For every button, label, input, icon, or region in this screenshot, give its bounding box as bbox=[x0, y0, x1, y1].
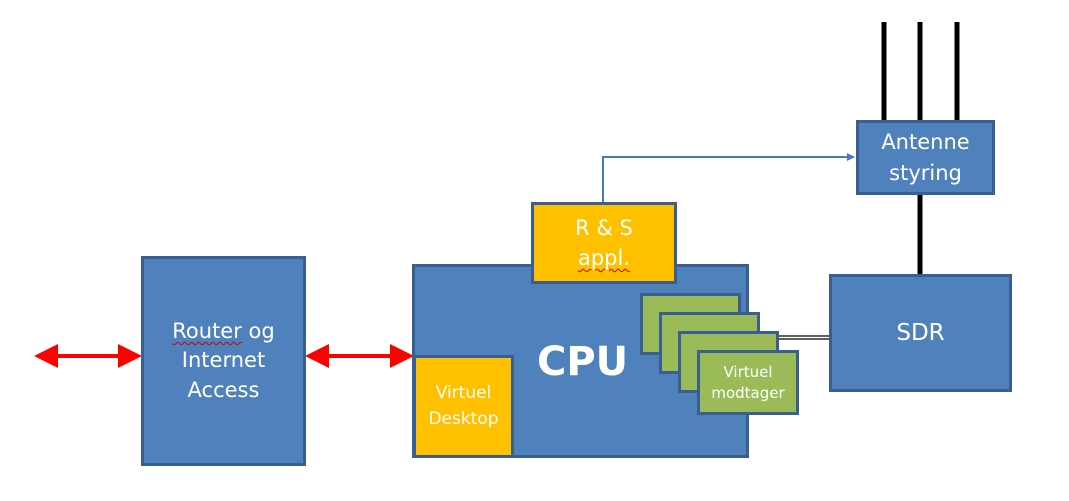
rs-antenna-connector bbox=[602, 153, 855, 202]
virtual-receiver-label: Virtuel modtager bbox=[711, 362, 785, 402]
sdr-box: SDR bbox=[829, 274, 1012, 392]
rs-app-label-line2: appl. bbox=[577, 246, 631, 270]
router-label: Router og Internet Access bbox=[172, 318, 275, 402]
virtual-desktop-label: Virtuel Desktop bbox=[428, 383, 499, 429]
virtual-receiver-box: Virtuel modtager bbox=[697, 350, 799, 415]
router-internet-access-box: Router og Internet Access bbox=[141, 256, 306, 466]
rs-application-box: R & S appl. bbox=[531, 202, 677, 284]
rs-app-label-line1: R & S bbox=[575, 215, 633, 240]
antenna-control-box: Antenne styring bbox=[856, 120, 995, 195]
virtual-desktop-box: Virtuel Desktop bbox=[413, 355, 514, 458]
sdr-label: SDR bbox=[896, 320, 945, 346]
antenna-control-label: Antenne styring bbox=[881, 130, 970, 185]
cpu-label: CPU bbox=[537, 339, 629, 385]
